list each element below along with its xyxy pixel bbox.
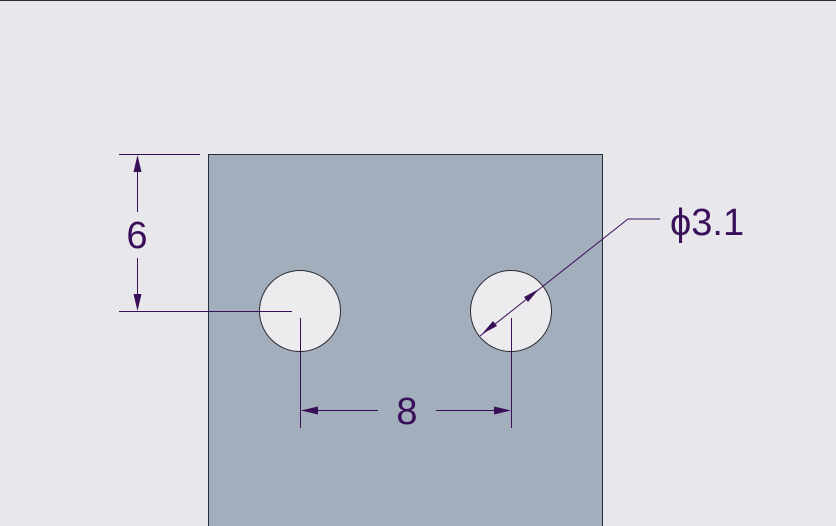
diameter-dimension-label: ϕ3.1 [670,202,744,244]
horizontal-dimension[interactable]: 8 [300,318,512,433]
arrowhead-diameter-inner [482,321,497,334]
arrowhead-top [133,155,142,172]
arrowhead-diameter-outer [524,289,539,302]
horizontal-dimension-label: 8 [396,391,417,433]
arrowhead-left [301,406,318,415]
arrowhead-right [494,406,511,415]
arrowhead-bottom [133,294,142,311]
vertical-dimension-label: 6 [126,215,147,257]
diameter-dimension[interactable]: ϕ3.1 [479,202,744,337]
part-plate[interactable] [208,154,603,526]
vertical-dimension[interactable]: 6 [119,154,292,312]
